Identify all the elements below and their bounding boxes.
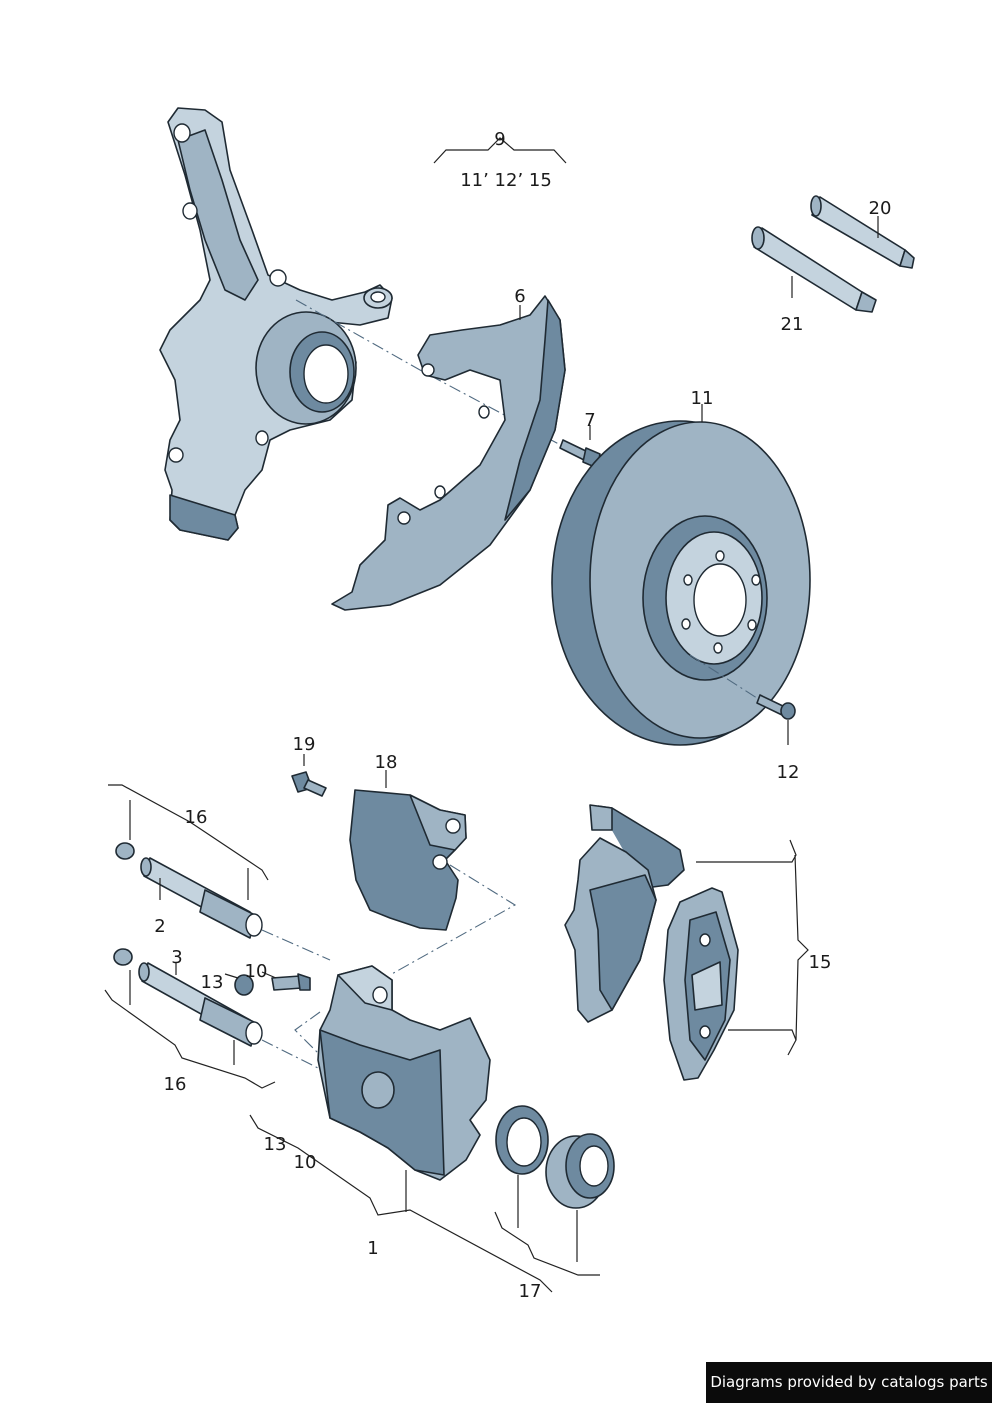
guide-pin-cap-upper	[115, 842, 135, 860]
axis-line-caliper-guide	[294, 1011, 326, 1061]
grease-tube-20	[810, 195, 915, 269]
axis-line-pin-2	[261, 929, 331, 961]
callout-3: 3	[171, 947, 182, 968]
callout-11: 11	[691, 388, 714, 409]
credit-banner: Diagrams provided by catalogs parts	[706, 1362, 992, 1403]
callout-1: 1	[367, 1238, 378, 1259]
callout-10-lower: 10	[294, 1152, 317, 1173]
callout-17: 17	[519, 1281, 542, 1302]
bolt-19	[291, 771, 327, 797]
bolt-12	[756, 694, 796, 720]
callout-9: 9	[494, 129, 505, 150]
brake-pad-outer	[663, 887, 739, 1081]
callout-10-upper: 10	[245, 961, 268, 982]
callout-2: 2	[154, 916, 165, 937]
brake-pad-inner-with-sensor	[564, 804, 685, 1023]
pad-bracket-18	[349, 789, 467, 931]
callout-9-sub: 11’ 12’ 15	[460, 170, 552, 191]
callout-19: 19	[293, 734, 316, 755]
callout-6: 6	[514, 286, 525, 307]
callout-labels: 9 11’ 12’ 15 20 21 6 7 11 12 19 18 16 2 …	[154, 129, 891, 1302]
guide-pin-3	[138, 962, 263, 1047]
axis-line-pin-3	[261, 1039, 323, 1071]
callout-15: 15	[809, 952, 832, 973]
brake-disc	[551, 420, 811, 746]
callout-7: 7	[584, 410, 595, 431]
axis-line-disc-bolt	[689, 654, 761, 701]
bleeder-screw-10	[271, 973, 311, 991]
callout-13-upper: 13	[201, 972, 224, 993]
axis-line-bracket	[389, 864, 517, 976]
callout-13-lower: 13	[264, 1134, 287, 1155]
callout-16-upper: 16	[185, 807, 208, 828]
splash-shield	[331, 295, 566, 611]
callout-21: 21	[781, 314, 804, 335]
guide-pin-2	[140, 857, 263, 939]
callout-18: 18	[375, 752, 398, 773]
callout-20: 20	[869, 198, 892, 219]
leader-lines	[104, 137, 879, 1293]
seal-ring	[495, 1105, 549, 1175]
bleeder-cap-13	[234, 974, 254, 996]
guide-pin-cap-lower	[113, 948, 133, 966]
callout-12: 12	[777, 762, 800, 783]
dust-boot	[545, 1133, 615, 1209]
callout-16-lower: 16	[164, 1074, 187, 1095]
grease-tube-21	[751, 226, 877, 313]
steering-knuckle	[159, 107, 393, 541]
axis-line-knuckle-bolt	[295, 299, 571, 451]
brake-caliper	[317, 965, 491, 1181]
